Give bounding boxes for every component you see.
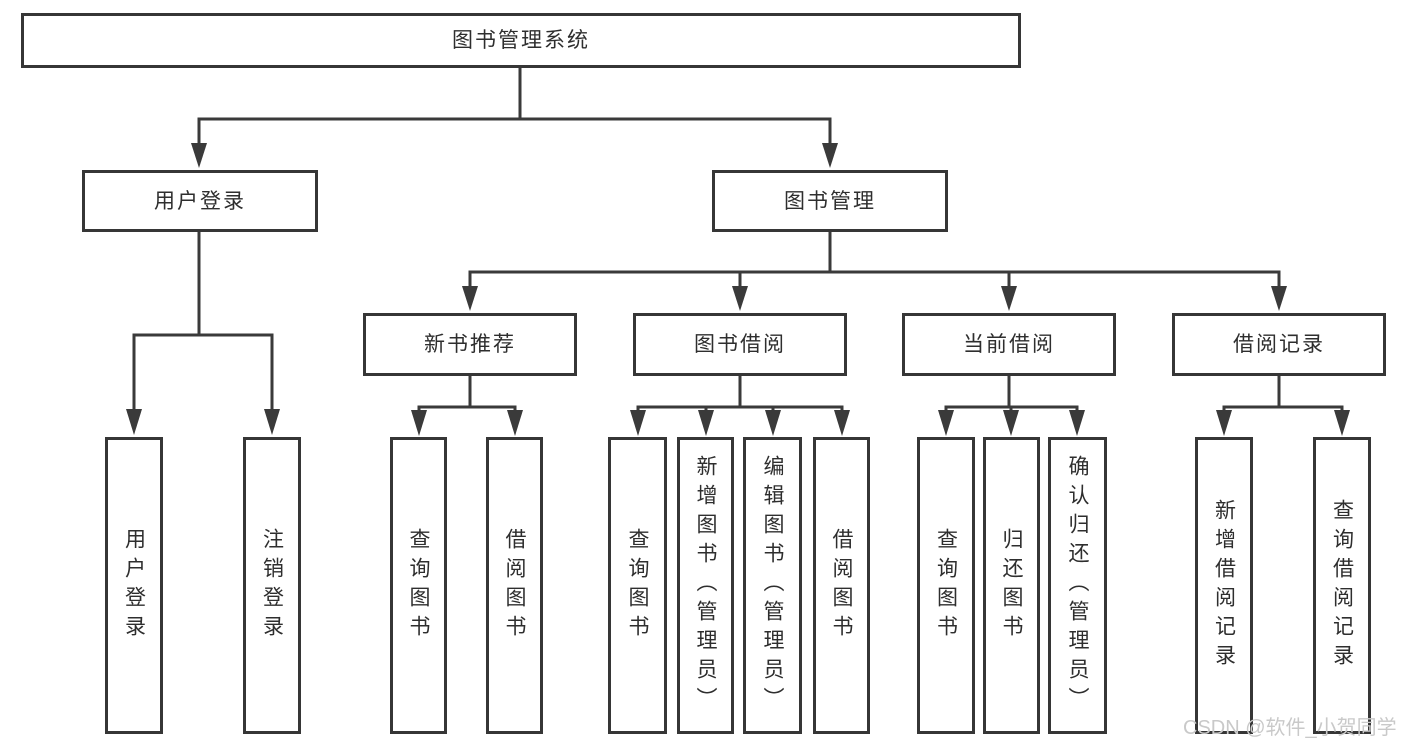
arrow-head-icon <box>732 286 748 311</box>
arrow-head-icon <box>462 286 478 311</box>
node-label: 查询借阅记录 <box>1330 498 1354 673</box>
arrow-head-icon <box>191 143 207 168</box>
connector-book-management-branch <box>462 230 1287 311</box>
connector-book-borrow-branch <box>630 374 850 436</box>
node-label: 编辑图书（管理员） <box>761 455 784 716</box>
leaf-current-query-books: 查询图书 <box>917 437 975 734</box>
leaf-records-query-record: 查询借阅记录 <box>1313 437 1371 734</box>
arrow-head-icon <box>765 410 781 436</box>
node-label: 借阅图书 <box>830 527 853 644</box>
node-current-borrow: 当前借阅 <box>902 313 1116 376</box>
node-label: 新增借阅记录 <box>1212 498 1236 673</box>
node-label: 归还图书 <box>1000 527 1023 644</box>
arrow-head-icon <box>264 409 280 435</box>
leaf-logout: 注销登录 <box>243 437 301 734</box>
node-label: 查询图书 <box>407 527 430 644</box>
node-label: 借阅图书 <box>503 527 526 644</box>
arrow-head-icon <box>1003 410 1019 436</box>
arrow-head-icon <box>507 410 523 436</box>
node-new-book-recommend: 新书推荐 <box>363 313 577 376</box>
connector-current-borrow-branch <box>938 374 1085 436</box>
node-label: 图书管理系统 <box>452 29 590 52</box>
connector-new-book-branch <box>411 374 523 436</box>
leaf-newbook-borrow-books: 借阅图书 <box>486 437 543 734</box>
leaf-bookborrow-borrow-books: 借阅图书 <box>813 437 870 734</box>
arrow-head-icon <box>126 409 142 435</box>
node-label: 图书借阅 <box>694 333 786 356</box>
connector-user-login-branch <box>126 230 280 435</box>
leaf-bookborrow-edit-books-admin: 编辑图书（管理员） <box>743 437 802 734</box>
node-user-login: 用户登录 <box>82 170 318 232</box>
node-root-library-system: 图书管理系统 <box>21 13 1021 68</box>
node-label: 图书管理 <box>784 189 876 213</box>
leaf-bookborrow-add-books-admin: 新增图书（管理员） <box>677 437 734 734</box>
leaf-current-return-books: 归还图书 <box>983 437 1040 734</box>
node-label: 查询图书 <box>626 527 649 644</box>
connector-borrow-records-branch <box>1216 374 1350 436</box>
leaf-records-add-record: 新增借阅记录 <box>1195 437 1253 734</box>
arrow-head-icon <box>630 410 646 436</box>
node-book-management: 图书管理 <box>712 170 948 232</box>
node-label: 新书推荐 <box>424 333 516 356</box>
arrow-head-icon <box>411 410 427 436</box>
arrow-head-icon <box>938 410 954 436</box>
node-label: 用户登录 <box>122 527 146 644</box>
node-label: 确认归还（管理员） <box>1066 455 1089 716</box>
node-label: 借阅记录 <box>1233 333 1325 356</box>
node-book-borrow: 图书借阅 <box>633 313 847 376</box>
leaf-bookborrow-query-books: 查询图书 <box>608 437 667 734</box>
arrow-head-icon <box>1069 410 1085 436</box>
arrow-head-icon <box>834 410 850 436</box>
node-label: 新增图书（管理员） <box>694 455 717 716</box>
arrow-head-icon <box>1334 410 1350 436</box>
arrow-head-icon <box>1271 286 1287 311</box>
arrow-head-icon <box>1001 286 1017 311</box>
arrow-head-icon <box>698 410 714 436</box>
node-label: 用户登录 <box>154 189 246 213</box>
leaf-user-login: 用户登录 <box>105 437 163 734</box>
node-borrow-records: 借阅记录 <box>1172 313 1386 376</box>
leaf-newbook-query-books: 查询图书 <box>390 437 447 734</box>
arrow-head-icon <box>822 143 838 168</box>
node-label: 查询图书 <box>934 527 958 644</box>
arrow-head-icon <box>1216 410 1232 436</box>
leaf-current-confirm-return-admin: 确认归还（管理员） <box>1048 437 1107 734</box>
node-label: 当前借阅 <box>963 333 1055 356</box>
watermark: CSDN @软件_小贺同学 <box>1183 717 1397 739</box>
node-label: 注销登录 <box>260 527 284 644</box>
connector-root-to-level2 <box>191 65 838 168</box>
